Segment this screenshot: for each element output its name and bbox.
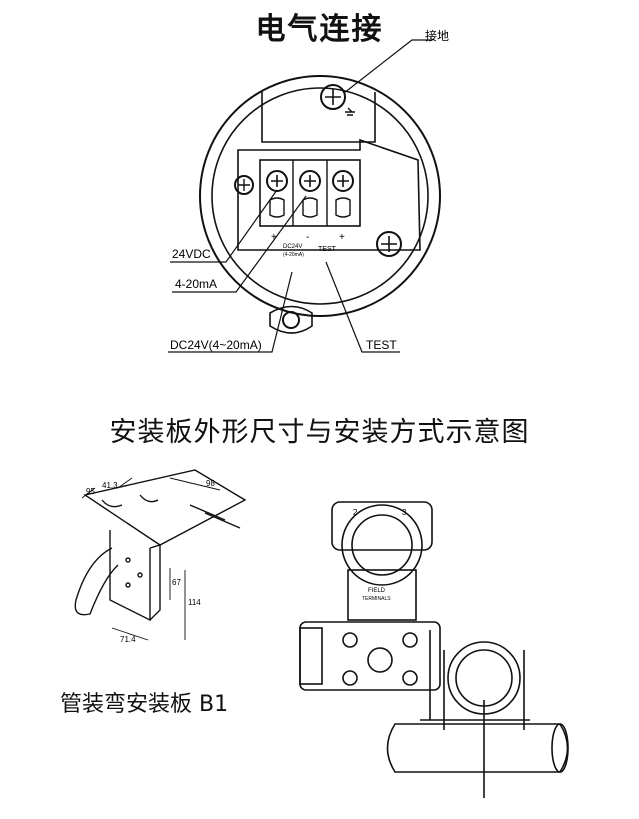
minus-sign: - (306, 232, 309, 243)
pipe-end (551, 723, 569, 773)
dim-114: 114 (188, 598, 201, 607)
dim-71-4: 71.4 (120, 635, 136, 644)
bottom-lug (269, 305, 313, 334)
housing-screw (376, 231, 402, 257)
terminal-compartment (237, 138, 421, 251)
ma-leader (172, 195, 307, 293)
transmitter-neck (347, 569, 417, 621)
terminal-dc-label: DC24V (283, 244, 302, 250)
ground-screw-slot (325, 89, 341, 105)
terminal-screw-slots (271, 175, 349, 187)
terminal-test-label: TEST (318, 246, 337, 253)
ground-label: 接地 (425, 28, 449, 43)
bracket-slots (101, 494, 159, 508)
housing-inner-ring (211, 87, 429, 305)
housing-screw-slot (381, 236, 397, 252)
field-label: FIELD (368, 588, 386, 594)
terminal-screw-3 (332, 170, 354, 192)
dc24v-label: DC24V(4~20mA) (170, 338, 262, 352)
dim-67: 67 (172, 578, 181, 587)
pipe-section (386, 723, 569, 773)
terminals-label: TERMINALS (362, 596, 391, 602)
bracket-top-plate (83, 469, 247, 546)
flange-center (367, 647, 393, 673)
ground-screw (320, 84, 346, 110)
mount-bracket (420, 630, 530, 721)
flange-cap-left (299, 627, 323, 685)
transmitter-diagram (299, 501, 569, 798)
bracket-caption: 管装弯安装板 B1 (60, 692, 229, 717)
terminal-clamps (269, 197, 351, 218)
housing-diagram (168, 39, 441, 353)
plus-sign: + (271, 232, 277, 243)
bracket-edge (149, 544, 161, 621)
bracket-hole (125, 582, 131, 588)
u-bolt-legs (443, 650, 525, 730)
bottom-lug-hole (282, 311, 300, 329)
transmitter-housing (341, 504, 423, 586)
ground-leader (343, 39, 432, 94)
dim-line (169, 568, 186, 640)
plus-sign: + (339, 232, 345, 243)
flange-bolt (342, 632, 358, 648)
dc24v-leader (168, 271, 293, 353)
test-leader (325, 261, 400, 353)
terminal-screw-2 (299, 170, 321, 192)
ground-symbol (345, 107, 355, 116)
dim-line (81, 477, 133, 499)
process-flange (299, 621, 441, 691)
electrical-connection-title: 电气连接 (255, 12, 384, 47)
housing-num-3: 3 (402, 508, 407, 517)
v24dc-leader (170, 189, 278, 263)
test-label: TEST (366, 338, 397, 352)
dim-line (111, 627, 149, 641)
transmitter-head (331, 501, 433, 551)
bracket-side-plate (109, 530, 151, 622)
bracket-diagram (74, 469, 247, 641)
mounting-title: 安装板外形尺寸与安装方式示意图 (109, 417, 530, 448)
flange-bolt (402, 670, 418, 686)
flange-bolt (342, 670, 358, 686)
upper-compartment (261, 92, 376, 143)
u-bolt (74, 547, 119, 616)
dim-98: 98 (206, 479, 215, 488)
dim-41-3: 41.3 (102, 481, 118, 490)
side-screw-slot (238, 179, 250, 191)
terminal-ma-label: (4-20mA) (283, 252, 304, 258)
bracket-hole (137, 572, 143, 578)
pipe-clamp-inner (455, 649, 513, 707)
housing-num-2: 2 (353, 508, 358, 517)
terminal-block (259, 159, 361, 227)
housing-outer-ring (199, 75, 441, 317)
ma-label: 4-20mA (175, 277, 217, 291)
flange-bolt (402, 632, 418, 648)
bracket-hole (125, 557, 131, 563)
dim-95: 95 (86, 487, 95, 496)
transmitter-cover (351, 514, 413, 576)
dim-line (169, 477, 221, 491)
side-screw (234, 175, 254, 195)
bracket-holes (189, 504, 241, 529)
v24dc-label: 24VDC (172, 247, 211, 261)
